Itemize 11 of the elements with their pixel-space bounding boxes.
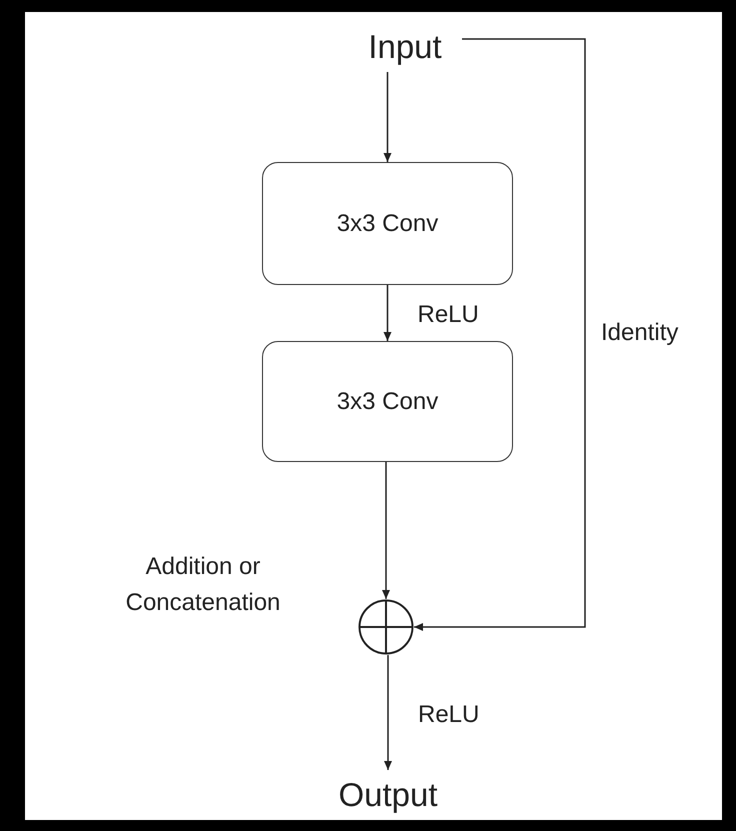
arrow (414, 38, 586, 631)
node-caption: Addition or Concatenation (124, 552, 282, 618)
node-label: Output (330, 770, 446, 820)
arrow (382, 462, 390, 599)
node-label: Input (350, 22, 460, 72)
sum-circle (358, 599, 414, 655)
arrow (384, 72, 392, 162)
process-box: 3x3 Conv (262, 341, 513, 462)
arrow (384, 655, 392, 770)
arrow (384, 285, 392, 341)
process-box: 3x3 Conv (262, 162, 513, 285)
